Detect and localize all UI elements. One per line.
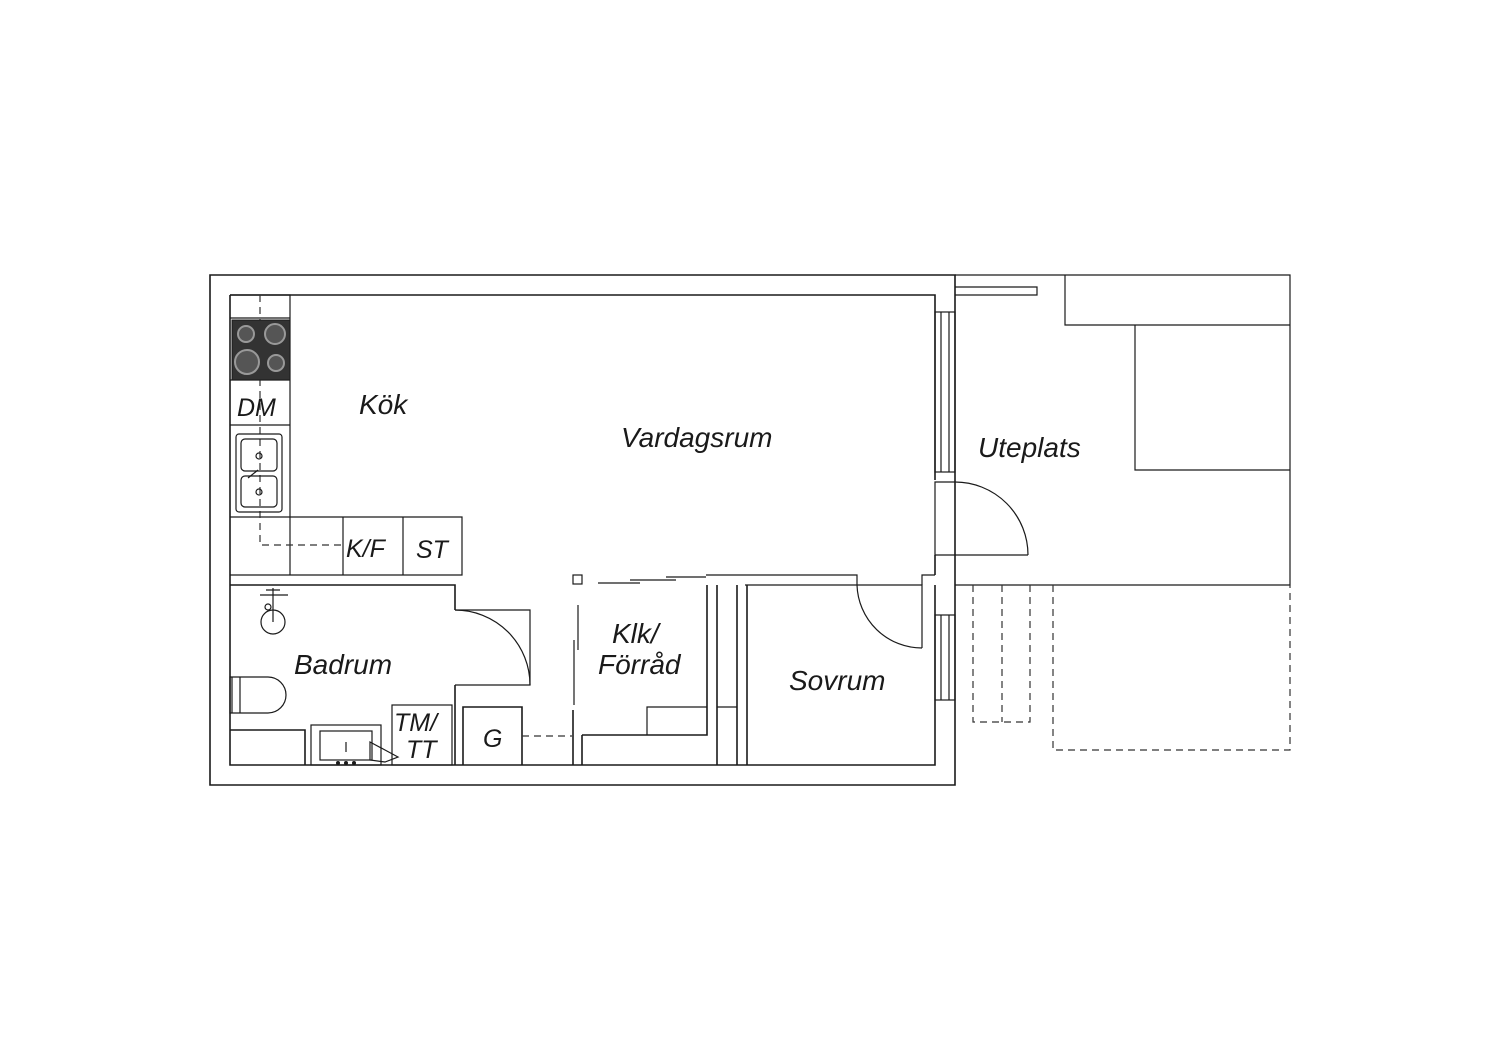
washer-dryer-box: [391, 704, 453, 766]
shower-icon: [260, 588, 288, 635]
room-label-patio: Uteplats: [978, 432, 1081, 463]
sink-icon: [235, 433, 283, 513]
patio-outline: [955, 274, 1291, 586]
outer-walls: [209, 274, 956, 786]
washbasin-icon: [310, 724, 400, 766]
room-label-bedroom: Sovrum: [789, 665, 885, 696]
door-swing-icon: [856, 574, 935, 649]
room-label-bathroom: Badrum: [294, 649, 392, 680]
door-swing-icon: [934, 481, 1029, 556]
fixture-label-cabinet: ST: [416, 536, 450, 564]
room-label-closet-2: Förråd: [598, 649, 682, 680]
stove-icon: [231, 319, 291, 381]
patio-furniture-dashed: [972, 585, 1291, 751]
fixture-label-fridge-freezer: K/F: [346, 535, 387, 563]
fixture-label-washer-1: TM/: [394, 709, 440, 737]
bathroom-walls: [230, 584, 456, 765]
room-label-kitchen: Kök: [359, 389, 409, 420]
window-icon: [934, 311, 956, 473]
toilet-icon: [229, 676, 287, 714]
fixture-label-washer-2: TT: [406, 736, 438, 764]
room-label-living: Vardagsrum: [621, 422, 772, 453]
wardrobe-box: [462, 706, 572, 765]
window-icon: [934, 614, 956, 701]
closet-walls: [572, 574, 858, 765]
room-label-closet-1: Klk/: [612, 618, 662, 649]
fixture-label-wardrobe: G: [483, 725, 502, 753]
door-swing-icon: [454, 609, 531, 686]
fixture-label-dishwasher: DM: [237, 394, 276, 422]
